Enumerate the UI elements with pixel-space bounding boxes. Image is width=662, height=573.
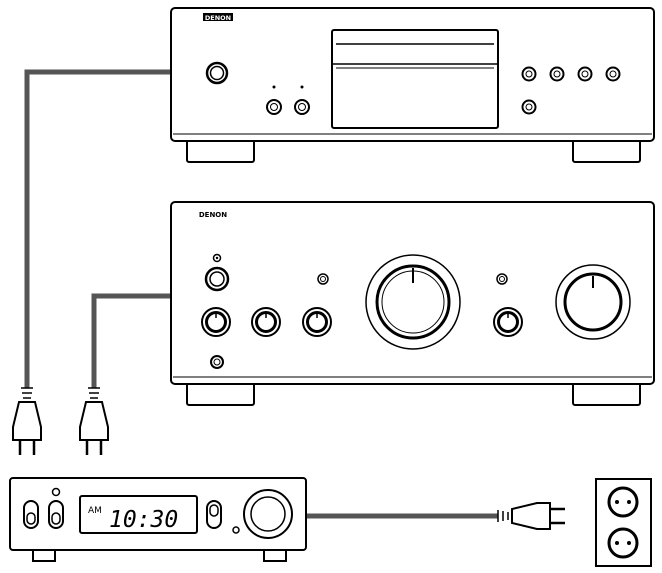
amp-volume-knob[interactable] <box>555 264 631 340</box>
timer-ampm-label: AM <box>88 506 102 516</box>
amp-foot-right <box>572 382 641 406</box>
amp-knob-4[interactable] <box>493 307 523 337</box>
timer-switch-3[interactable] <box>206 500 222 529</box>
cd-transport-button-5[interactable] <box>521 99 537 115</box>
timer-knob[interactable] <box>243 489 293 539</box>
cd-indicator-1 <box>272 85 276 89</box>
amp-knob-3[interactable] <box>302 307 332 337</box>
cd-power-plug <box>12 387 42 455</box>
cd-player: DENON <box>170 7 655 163</box>
timer-display: AM 10:30 <box>79 495 198 534</box>
cd-foot-right <box>572 139 641 163</box>
cd-transport-button-2[interactable] <box>549 66 565 82</box>
amp-power-cable <box>91 293 171 388</box>
amp-foot-left <box>186 382 255 406</box>
outlet-socket-bottom <box>607 527 639 559</box>
amp-indicator-right <box>496 273 508 285</box>
cd-transport-button-1[interactable] <box>521 66 537 82</box>
timer-indicator <box>51 487 61 497</box>
wall-outlet <box>595 478 652 567</box>
timer-switch-2[interactable] <box>48 500 64 529</box>
cd-power-cable <box>24 69 171 388</box>
amp-brand-label: DENON <box>199 211 227 219</box>
cd-power-button[interactable] <box>205 61 229 85</box>
cd-button-right[interactable] <box>294 99 310 115</box>
outlet-socket-top <box>607 486 639 518</box>
amp-headphone-jack[interactable] <box>210 355 224 369</box>
timer-small-indicator <box>232 526 240 534</box>
cd-button-left[interactable] <box>266 99 282 115</box>
cd-indicator-2 <box>300 85 304 89</box>
timer-time-readout: 10:30 <box>109 507 178 533</box>
amp-power-plug <box>79 387 109 455</box>
amp-input-selector-knob[interactable] <box>365 254 461 350</box>
amp-knob-2[interactable] <box>251 307 281 337</box>
timer-switch-1[interactable] <box>23 500 39 529</box>
cd-foot-left <box>186 139 255 163</box>
amp-indicator-left <box>317 273 329 285</box>
amp-knob-1[interactable] <box>201 307 231 337</box>
timer-power-plug <box>497 502 565 530</box>
cd-transport-button-3[interactable] <box>577 66 593 82</box>
amp-power-button[interactable] <box>204 266 230 292</box>
amp-power-indicator <box>212 253 222 263</box>
cd-transport-button-4[interactable] <box>605 66 621 82</box>
cd-brand-label: DENON <box>205 14 231 22</box>
cd-disc-tray[interactable] <box>331 29 499 129</box>
amplifier: DENON <box>170 201 655 406</box>
audio-timer: AM 10:30 <box>9 477 307 562</box>
